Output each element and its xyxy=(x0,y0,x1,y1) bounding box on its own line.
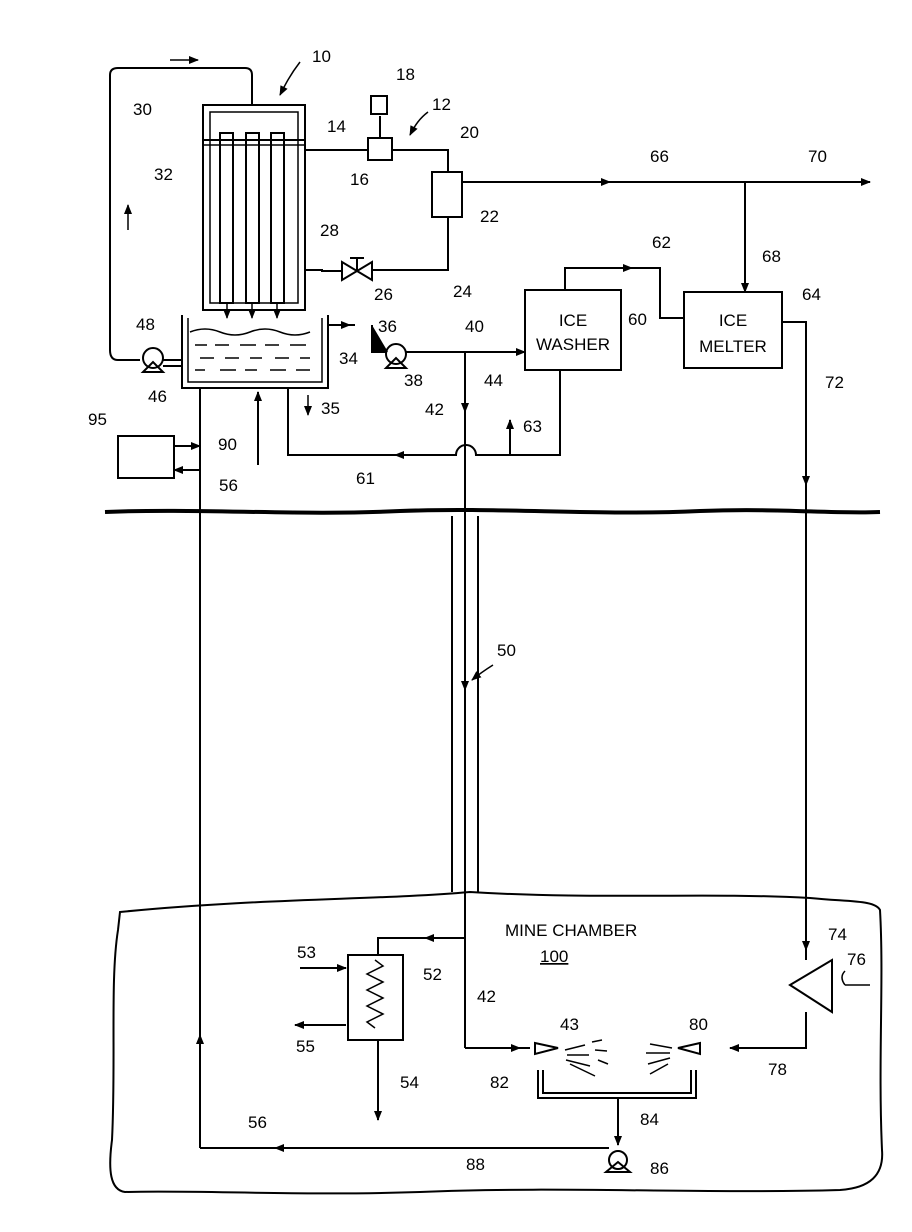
ref-84: 84 xyxy=(640,1110,659,1129)
sensor-18 xyxy=(371,96,387,114)
ref-50: 50 xyxy=(497,641,516,660)
ref-80: 80 xyxy=(689,1015,708,1034)
ref-16: 16 xyxy=(350,170,369,189)
ref-63: 63 xyxy=(523,417,542,436)
ref-40: 40 xyxy=(465,317,484,336)
ice-washer-label-2: WASHER xyxy=(536,335,610,354)
collection-pan-82 xyxy=(538,1070,696,1098)
ref-22: 22 xyxy=(480,207,499,226)
line-72 xyxy=(782,322,806,960)
ref-56a: 56 xyxy=(219,476,238,495)
ref-14: 14 xyxy=(327,117,346,136)
ground-line xyxy=(105,510,880,513)
ref-28: 28 xyxy=(320,221,339,240)
ref-48: 48 xyxy=(136,315,155,334)
ref-42a: 42 xyxy=(425,400,444,419)
ref-74: 74 xyxy=(828,925,847,944)
ref-35: 35 xyxy=(321,399,340,418)
freezer-vessel xyxy=(203,105,305,318)
ref-36: 36 xyxy=(378,317,397,336)
ref-90: 90 xyxy=(218,435,237,454)
ref-30: 30 xyxy=(133,100,152,119)
spray-nozzle-43 xyxy=(535,1043,558,1054)
ref-76: 76 xyxy=(847,950,866,969)
spray-nozzle-80 xyxy=(678,1043,700,1054)
ref-12: 12 xyxy=(432,95,451,114)
spray-43-droplets xyxy=(565,1040,608,1076)
ref-68: 68 xyxy=(762,247,781,266)
ref-42b: 42 xyxy=(477,987,496,1006)
ice-melter-label-1: ICE xyxy=(719,311,747,330)
valve-16 xyxy=(368,138,392,160)
pump-48 xyxy=(143,348,182,372)
ref-61: 61 xyxy=(356,469,375,488)
ref-44: 44 xyxy=(484,371,503,390)
ref-10: 10 xyxy=(312,47,331,66)
ice-washer-label-1: ICE xyxy=(559,311,587,330)
ref-24: 24 xyxy=(453,282,472,301)
ref-82: 82 xyxy=(490,1073,509,1092)
ref-54: 54 xyxy=(400,1073,419,1092)
box-95 xyxy=(118,436,174,478)
ref-56b: 56 xyxy=(248,1113,267,1132)
ref-32: 32 xyxy=(154,165,173,184)
reference-labels: 10 12 14 16 18 20 22 24 26 28 30 32 34 3… xyxy=(88,47,866,1178)
brine-tank xyxy=(182,315,328,388)
ref-52: 52 xyxy=(423,965,442,984)
ref-70: 70 xyxy=(808,147,827,166)
ice-washer-box xyxy=(525,290,621,370)
shaft-50 xyxy=(452,510,478,1048)
ref-66: 66 xyxy=(650,147,669,166)
ice-melter-box xyxy=(684,292,782,368)
ref-20: 20 xyxy=(460,123,479,142)
ref-34: 34 xyxy=(339,349,358,368)
ref-62: 62 xyxy=(652,233,671,252)
ref-78: 78 xyxy=(768,1060,787,1079)
ref-72: 72 xyxy=(825,373,844,392)
mine-chamber-ref: 100 xyxy=(540,947,568,966)
mine-chamber-label: MINE CHAMBER xyxy=(505,921,637,940)
pump-38 xyxy=(386,344,406,368)
ref-60: 60 xyxy=(628,310,647,329)
spray-80-droplets xyxy=(646,1044,672,1074)
ref-64: 64 xyxy=(802,285,821,304)
ref-46: 46 xyxy=(148,387,167,406)
ice-melter-label-2: MELTER xyxy=(699,337,767,356)
ref-43: 43 xyxy=(560,1015,579,1034)
pump-86 xyxy=(606,1151,630,1172)
heat-exchanger-52 xyxy=(348,955,403,1040)
ref-18: 18 xyxy=(396,65,415,84)
ref-86: 86 xyxy=(650,1159,669,1178)
separator-22 xyxy=(432,172,462,217)
turbine-74 xyxy=(790,960,832,1012)
ref-26: 26 xyxy=(374,285,393,304)
valve-26 xyxy=(342,258,372,280)
ref-38: 38 xyxy=(404,371,423,390)
ref-53: 53 xyxy=(297,943,316,962)
ref-88: 88 xyxy=(466,1155,485,1174)
ref-95: 95 xyxy=(88,410,107,429)
ref-55: 55 xyxy=(296,1037,315,1056)
